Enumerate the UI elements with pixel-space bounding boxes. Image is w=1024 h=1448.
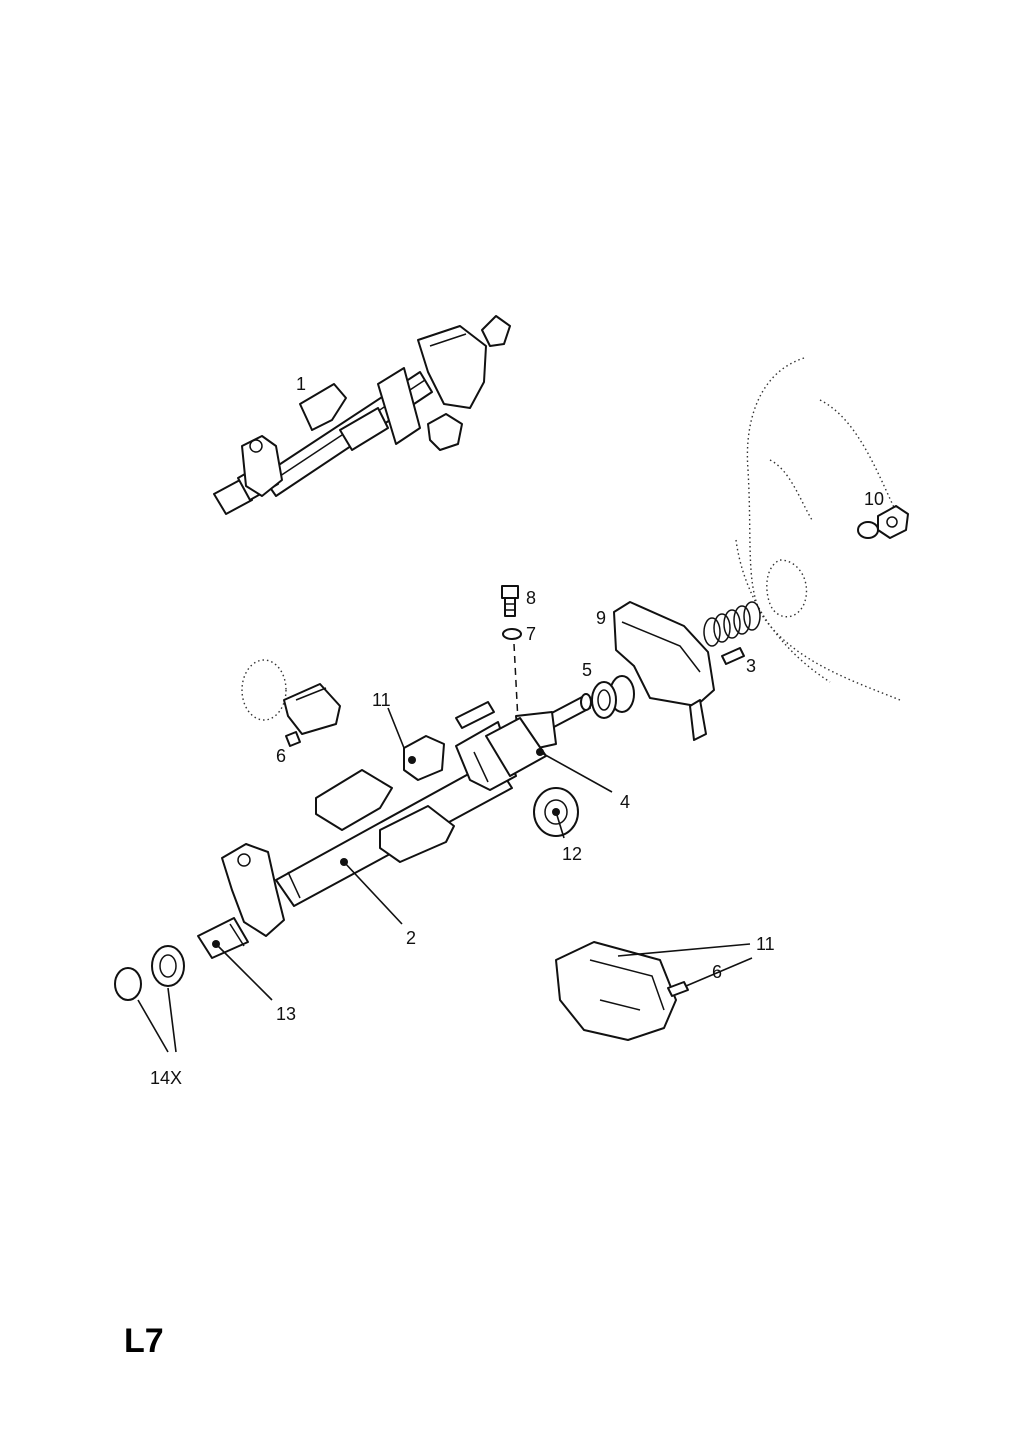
callout-6-upper: 6 (276, 746, 286, 766)
screw-6-upper (285, 731, 301, 747)
callout-13: 13 (276, 1004, 296, 1024)
callout-1: 1 (296, 374, 306, 394)
pin-3 (721, 647, 745, 665)
spring (703, 601, 761, 647)
callout-2: 2 (406, 928, 416, 948)
callout-6-lower: 6 (712, 962, 722, 982)
tube-bracket-left (315, 769, 393, 831)
clamp-11-upper (403, 735, 445, 781)
ring-set-14x (114, 945, 185, 1001)
shaft-end-13 (197, 917, 249, 959)
lower-flange (221, 843, 285, 937)
nut-washer-10 (857, 505, 909, 539)
long-bolt (455, 701, 495, 729)
callout-11-upper: 11 (372, 690, 391, 710)
callout-11-lower: 11 (756, 934, 775, 954)
callout-9: 9 (596, 608, 606, 628)
callout-14x: 14X (150, 1068, 182, 1088)
callout-4: 4 (620, 792, 630, 812)
washer-7 (502, 628, 522, 640)
callout-7: 7 (526, 624, 536, 644)
callout-10: 10 (864, 489, 884, 509)
callout-12: 12 (562, 844, 582, 864)
page-code: L7 (124, 1322, 164, 1360)
vehicle-body-outline (735, 357, 901, 701)
steering-column-assembly (213, 315, 511, 515)
bolt-8 (501, 585, 519, 617)
callout-5: 5 (582, 660, 592, 680)
bearing-5 (591, 675, 635, 719)
leader-lines (137, 707, 753, 1053)
callout-3: 3 (746, 656, 756, 676)
switch-housing (241, 659, 341, 735)
lock-housing-11 (555, 941, 689, 1041)
tube-bracket-right (379, 805, 455, 863)
callout-8: 8 (526, 588, 536, 608)
bracket-9 (613, 601, 715, 741)
